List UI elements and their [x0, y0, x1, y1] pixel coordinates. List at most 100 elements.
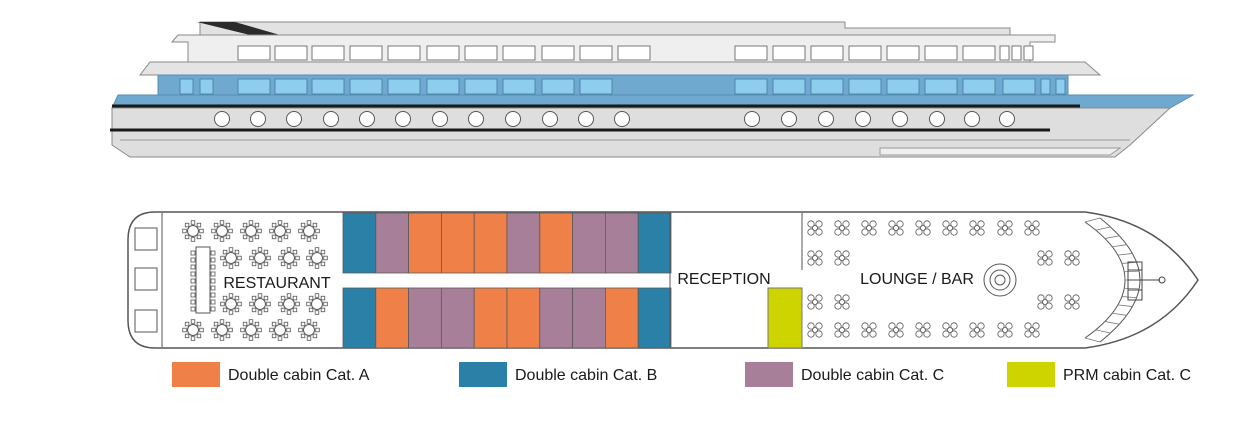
- lounge-chair: [1024, 228, 1032, 236]
- main-window: [848, 78, 882, 95]
- chair: [254, 222, 260, 228]
- chair: [242, 321, 248, 327]
- chair: [286, 293, 292, 298]
- chair: [196, 222, 202, 228]
- chair: [320, 249, 326, 255]
- porthole: [432, 111, 448, 127]
- chair: [213, 333, 219, 339]
- lounge-chair: [1045, 294, 1053, 302]
- lounge-chair: [1045, 302, 1053, 310]
- lounge-table: [947, 327, 953, 333]
- lounge-chair: [842, 220, 850, 228]
- chair: [283, 321, 289, 327]
- chair: [323, 255, 328, 261]
- lounge-chair: [1037, 250, 1045, 258]
- chair: [314, 310, 320, 315]
- lounge-chair: [923, 330, 931, 338]
- lounge-chair: [915, 322, 923, 330]
- stern-lockers: [134, 227, 158, 333]
- chair: [254, 321, 260, 327]
- chair: [312, 222, 318, 228]
- lounge-chair: [1032, 228, 1040, 236]
- lounge-table: [920, 327, 926, 333]
- lounge-chair: [834, 228, 842, 236]
- chair: [257, 327, 262, 333]
- chair: [323, 301, 328, 307]
- lounge-chair: [942, 330, 950, 338]
- chair: [286, 228, 291, 234]
- table: [225, 298, 237, 310]
- chair: [210, 299, 216, 305]
- main-window: [886, 78, 920, 95]
- chair: [257, 293, 263, 298]
- upper-window: [274, 45, 308, 61]
- chair: [286, 310, 292, 315]
- chair: [306, 255, 311, 261]
- lounge-chair: [950, 322, 958, 330]
- lounge-chair: [834, 258, 842, 266]
- lounge-chair: [1005, 330, 1013, 338]
- upper-window: [579, 45, 613, 61]
- cabin-bottom-6: [506, 287, 541, 349]
- upper-window: [734, 45, 768, 61]
- lounge-chair: [942, 220, 950, 228]
- table: [245, 324, 257, 336]
- lounge-chair: [842, 330, 850, 338]
- chair: [199, 228, 204, 234]
- lounge-chair: [815, 322, 823, 330]
- main-window: [199, 78, 214, 95]
- chair: [242, 234, 248, 240]
- chair: [248, 319, 254, 324]
- cabin-top-3: [408, 212, 442, 274]
- table: [254, 252, 266, 264]
- chair: [277, 237, 283, 242]
- chair: [240, 327, 245, 333]
- main-window: [1040, 78, 1051, 95]
- chair: [210, 257, 216, 263]
- chair: [280, 249, 286, 255]
- lounge-chair: [869, 220, 877, 228]
- lounge-chair: [923, 220, 931, 228]
- cabin-top-10: [637, 212, 672, 274]
- main-window: [311, 78, 345, 95]
- lounge-chair: [942, 322, 950, 330]
- chair: [242, 333, 248, 339]
- cabin-top-1: [342, 212, 377, 274]
- lounge-chair: [807, 294, 815, 302]
- cabin-top-8: [572, 212, 606, 274]
- chair: [210, 285, 216, 291]
- chair: [300, 333, 306, 339]
- stair-step: [1084, 337, 1101, 343]
- main-window: [387, 78, 421, 95]
- stair-step: [1124, 287, 1140, 290]
- lounge-chair: [815, 220, 823, 228]
- lounge-chair: [861, 228, 869, 236]
- chair: [196, 333, 202, 339]
- lounge-chair: [815, 258, 823, 266]
- upper-window: [237, 45, 271, 61]
- lounge-chair: [1072, 302, 1080, 310]
- chair: [225, 333, 231, 339]
- upper-window: [502, 45, 536, 61]
- lounge-chair: [950, 330, 958, 338]
- chair: [184, 321, 190, 327]
- cabin-top-7: [539, 212, 573, 274]
- lounge-chair: [842, 322, 850, 330]
- lounge-chair: [1005, 322, 1013, 330]
- chair: [242, 222, 248, 228]
- chair: [210, 271, 216, 277]
- lounge-chair: [969, 322, 977, 330]
- chair: [251, 249, 257, 255]
- chair: [222, 261, 228, 267]
- chair: [228, 310, 234, 315]
- main-window: [541, 78, 575, 95]
- chair: [190, 319, 196, 324]
- lounge-table: [839, 225, 845, 231]
- chair: [219, 336, 225, 341]
- lounge-chair: [861, 330, 869, 338]
- restaurant-label: RESTAURANT: [223, 275, 330, 292]
- chair: [210, 250, 216, 256]
- chair: [234, 307, 240, 313]
- chair: [271, 222, 277, 228]
- reception-label: RECEPTION: [677, 271, 770, 288]
